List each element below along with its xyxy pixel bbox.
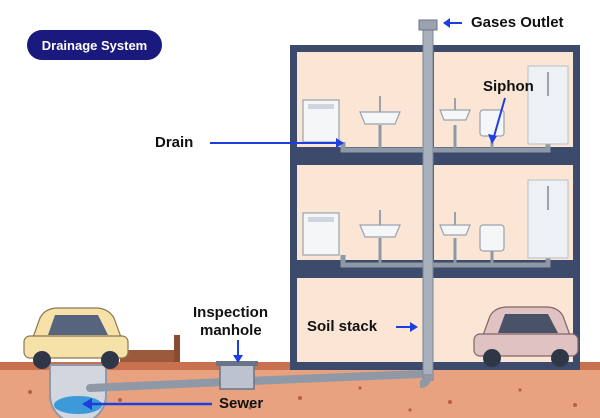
manhole-label: manhole [200,322,262,339]
soil-stack-pipe [418,19,438,388]
soil-stack-label: Soil stack [307,318,378,335]
boundary-wall [120,335,180,362]
title-badge: Drainage System [27,30,162,60]
siphon-label: Siphon [483,78,534,95]
fixtures-upper [302,65,569,145]
arrow-drain [210,138,344,148]
car-left [23,307,129,369]
arrow-manhole [233,340,243,363]
arrow-sewer [82,398,212,410]
inspection-label: Inspection [193,304,269,321]
sewer-label: Sewer [219,395,264,412]
arrow-siphon [488,97,506,144]
arrow-soil-stack [396,322,418,332]
inspection-manhole [216,361,258,390]
gases-outlet-label: Gases Outlet [471,14,564,31]
car-right [473,306,579,367]
fixtures-lower [302,179,569,259]
drain-label: Drain [155,134,194,151]
arrow-gases-outlet [443,18,462,28]
